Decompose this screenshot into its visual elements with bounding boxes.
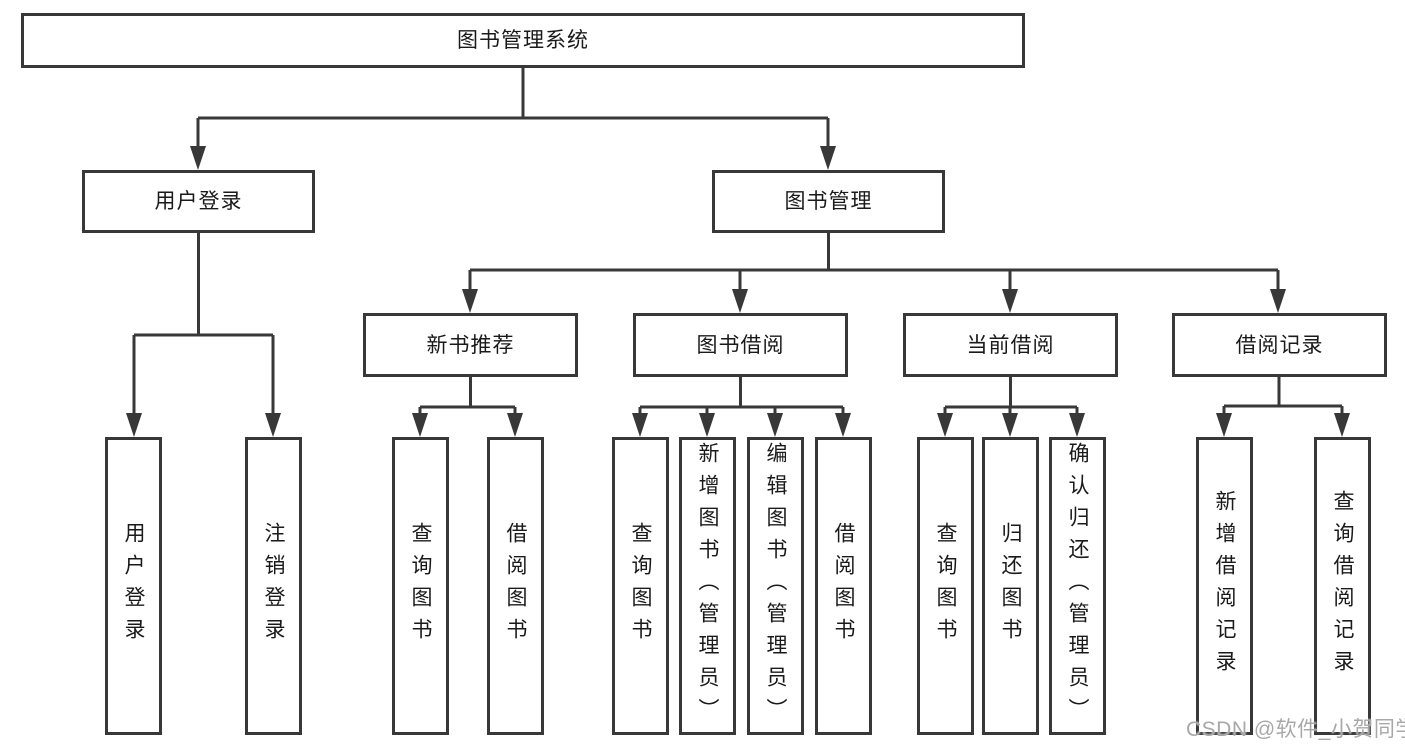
node-label: 查询图书 [629,522,652,650]
node-library-system: 图书管理系统 [21,13,1025,68]
leaf-edit-book-admin: 编辑图书（管理员） [747,437,804,735]
node-label: 借阅图书 [832,522,855,650]
node-label: 确认归还（管理员） [1066,442,1089,730]
node-label: 借阅图书 [504,522,527,650]
leaf-add-book-admin: 新增图书（管理员） [679,437,736,735]
node-label: 归还图书 [999,522,1022,650]
node-label: 借阅记录 [1235,333,1324,357]
leaf-query-borrow-record: 查询借阅记录 [1314,437,1371,735]
node-label: 用户登录 [122,522,145,650]
node-label: 当前借阅 [966,333,1055,357]
csdn-watermark: CSDN @软件_小贺同学 [1186,718,1405,741]
node-book-borrowing: 图书借阅 [633,313,848,377]
leaf-query-books-2: 查询图书 [612,437,669,735]
node-label: 编辑图书（管理员） [764,442,787,730]
node-label: 图书管理系统 [457,29,589,52]
leaf-borrow-books-1: 借阅图书 [487,437,544,735]
node-borrowing-records: 借阅记录 [1172,313,1387,377]
leaf-add-borrow-record: 新增借阅记录 [1196,437,1253,735]
node-label: 新书推荐 [426,333,515,357]
leaf-query-books-3: 查询图书 [917,437,974,735]
node-new-book-recommend: 新书推荐 [363,313,578,377]
node-label: 查询借阅记录 [1331,490,1354,682]
leaf-logout: 注销登录 [245,437,302,735]
node-label: 用户登录 [154,190,243,213]
node-book-management: 图书管理 [712,170,945,233]
leaf-return-book: 归还图书 [982,437,1039,735]
node-label: 查询图书 [409,522,432,650]
node-label: 图书借阅 [696,333,785,357]
leaf-borrow-books-2: 借阅图书 [815,437,872,735]
leaf-confirm-return-admin: 确认归还（管理员） [1049,437,1106,735]
leaf-query-books-1: 查询图书 [392,437,449,735]
node-label: 新增借阅记录 [1213,490,1236,682]
node-user-login: 用户登录 [82,170,315,233]
node-label: 注销登录 [262,522,285,650]
node-label: 图书管理 [784,190,873,213]
node-label: 新增图书（管理员） [696,442,719,730]
node-current-borrowing: 当前借阅 [903,313,1118,377]
node-label: 查询图书 [934,522,957,650]
arrowheads [126,146,1350,437]
leaf-user-login: 用户登录 [105,437,162,735]
